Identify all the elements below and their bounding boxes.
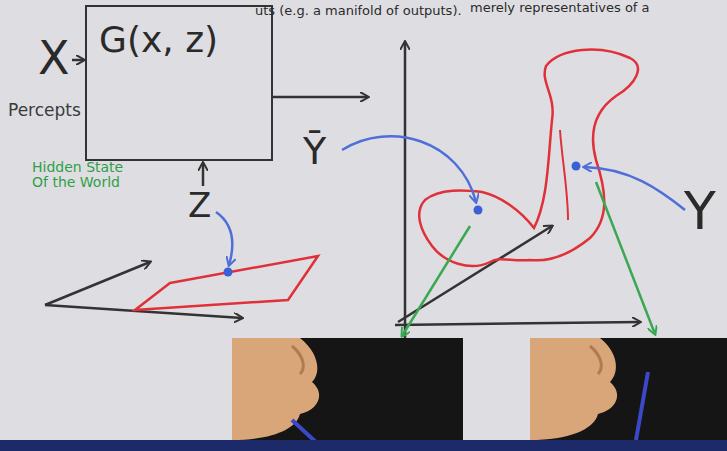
manifold-fold [560, 130, 568, 220]
output-manifold [419, 50, 638, 266]
output-arrow [273, 96, 368, 99]
slide-text: merely representatives of a [470, 1, 650, 15]
prediction-symbol: Ȳ [303, 132, 326, 172]
latent-pointer [216, 212, 232, 265]
input-arrow [72, 59, 84, 62]
latent-symbol: Z [188, 188, 211, 224]
photo [232, 338, 463, 451]
latent-arrow [202, 163, 205, 186]
target-symbol: Y [684, 184, 716, 239]
latent-caption: Hidden State Of the World [32, 160, 132, 189]
latent-point [224, 268, 233, 277]
screen-bar [0, 440, 727, 451]
render-arrow [402, 226, 470, 336]
render-arrow [596, 182, 655, 334]
slide-text: uts (e.g. a manifold of outputs). [255, 4, 462, 18]
prediction-pointer [342, 136, 476, 202]
prediction-point [474, 206, 483, 215]
box-text: G(x, z) [99, 19, 259, 60]
process-box: G(x, z) [85, 5, 273, 161]
photo [530, 338, 727, 451]
input-symbol: X [38, 34, 70, 82]
target-point [572, 162, 581, 171]
latent-plane [135, 256, 318, 310]
input-caption: Percepts [8, 102, 81, 120]
